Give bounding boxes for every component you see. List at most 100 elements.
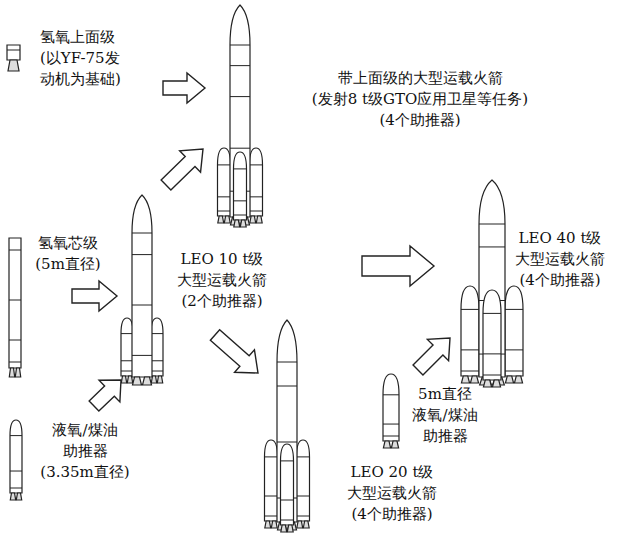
stage-band bbox=[10, 435, 22, 436]
stage-band bbox=[483, 313, 501, 314]
rocket-part bbox=[287, 525, 293, 532]
rocket-part bbox=[143, 377, 152, 385]
hollow-arrow bbox=[161, 149, 203, 190]
stage-band bbox=[230, 45, 250, 46]
hollow-arrow bbox=[210, 330, 258, 373]
rocket-part bbox=[461, 286, 479, 376]
stage-band bbox=[7, 50, 20, 51]
rocket-part bbox=[10, 420, 22, 493]
stage-band bbox=[483, 375, 501, 376]
rocket-part bbox=[250, 148, 263, 216]
stage-band bbox=[505, 309, 523, 310]
rocket-part bbox=[281, 525, 287, 532]
stage-band bbox=[151, 333, 163, 334]
core-stage-drawing bbox=[9, 238, 21, 377]
label-note: LEO 10 t级 bbox=[176, 249, 268, 270]
stage-band bbox=[479, 246, 505, 247]
rocket-part bbox=[7, 45, 20, 60]
rocket-part bbox=[132, 195, 152, 377]
stage-band bbox=[297, 516, 310, 517]
stage-band bbox=[250, 164, 263, 165]
label-note: (4个助推器) bbox=[346, 504, 438, 525]
label-note: 氢氧芯级 bbox=[34, 233, 102, 254]
rocket-part bbox=[297, 440, 310, 521]
rocket-part bbox=[234, 220, 240, 227]
label-note: 氢氧上面级 bbox=[40, 27, 137, 48]
stage-band bbox=[234, 215, 247, 216]
rocket-part bbox=[250, 216, 256, 223]
stage-band bbox=[250, 196, 263, 197]
label-note: LEO 20 t级 bbox=[346, 462, 438, 483]
stage-band bbox=[483, 353, 501, 354]
rocket-part bbox=[10, 493, 15, 500]
rocket-label: 5m直径 液氧/煤油 助推器 bbox=[406, 384, 484, 447]
stage-band bbox=[9, 362, 21, 363]
stage-band bbox=[383, 394, 399, 395]
stage-band bbox=[281, 500, 294, 501]
hollow-arrow bbox=[89, 380, 121, 411]
stage-band bbox=[230, 65, 250, 66]
stage-band bbox=[505, 371, 523, 372]
stage-band bbox=[132, 254, 152, 255]
rocket-drawing bbox=[461, 180, 523, 387]
rocket-part bbox=[391, 441, 398, 448]
hollow-arrow bbox=[413, 338, 450, 375]
rocket-part bbox=[383, 374, 399, 441]
stage-band bbox=[234, 200, 247, 201]
label-note: 带上面级的大型运载火箭 bbox=[311, 68, 530, 89]
rocket-part bbox=[383, 441, 390, 448]
rocket-part bbox=[218, 148, 231, 216]
stage-band bbox=[297, 456, 310, 457]
label-note: 5m直径 液氧/煤油 助推器 bbox=[407, 384, 483, 447]
rocket-part bbox=[240, 220, 246, 227]
rocket-part bbox=[461, 376, 469, 383]
booster-drawing bbox=[383, 374, 399, 448]
stage-band bbox=[10, 488, 22, 489]
rocket-part bbox=[483, 290, 501, 380]
label-note: (4个助推器) bbox=[311, 110, 530, 131]
label-note: (5m直径) bbox=[34, 254, 102, 275]
rocket-part bbox=[121, 318, 133, 376]
stage-band bbox=[505, 349, 523, 350]
label-note: (发射8 t级GTO应用卫星等任务) bbox=[311, 89, 530, 110]
rocket-part bbox=[483, 380, 491, 387]
rocket-part bbox=[271, 521, 277, 528]
rocket-part bbox=[224, 216, 230, 223]
rocket-part bbox=[133, 377, 142, 385]
stage-band bbox=[265, 456, 278, 457]
rocket-part bbox=[8, 60, 19, 71]
label-note: (以YF-75发 动机为基础) bbox=[40, 48, 135, 90]
stage-band bbox=[265, 496, 278, 497]
rocket-label: LEO 10 t级大型运载火箭(2个助推器) bbox=[176, 249, 268, 312]
label-note: 液氧/煤油 助推器 bbox=[44, 420, 126, 462]
label-note: (3.35m直径) bbox=[39, 462, 131, 483]
stage-band bbox=[277, 362, 297, 363]
hollow-arrow bbox=[163, 73, 205, 103]
rocket-part bbox=[16, 493, 21, 500]
stage-band bbox=[218, 196, 231, 197]
rocket-part bbox=[157, 376, 162, 383]
rocket-label: 带上面级的大型运载火箭(发射8 t级GTO应用卫星等任务)(4个助推器) bbox=[311, 68, 530, 131]
rocket-label: LEO 20 t级大型运载火箭(4个助推器) bbox=[346, 462, 438, 525]
rocket-drawing bbox=[218, 5, 263, 227]
stage-band bbox=[234, 168, 247, 169]
stage-band bbox=[297, 496, 310, 497]
rocket-part bbox=[492, 380, 500, 387]
stage-band bbox=[132, 305, 152, 306]
rocket-label: LEO 40 t级大型运载火箭(4个助推器) bbox=[514, 228, 606, 291]
stage-band bbox=[461, 309, 479, 310]
upper-stage-icon bbox=[7, 45, 20, 71]
stage-band bbox=[277, 386, 297, 387]
label-note: 大型运载火箭 bbox=[346, 483, 438, 504]
stage-band bbox=[230, 96, 250, 97]
label-note: (2个助推器) bbox=[176, 291, 268, 312]
stage-band bbox=[383, 436, 399, 437]
rocket-part bbox=[303, 521, 309, 528]
hollow-arrow bbox=[362, 246, 434, 286]
rocket-part bbox=[151, 318, 163, 376]
stage-band bbox=[9, 300, 21, 301]
booster-drawing bbox=[10, 420, 22, 500]
rocket-part bbox=[9, 368, 14, 377]
stage-band bbox=[230, 148, 250, 149]
rocket-label: 氢氧芯级(5m直径) bbox=[34, 233, 102, 275]
